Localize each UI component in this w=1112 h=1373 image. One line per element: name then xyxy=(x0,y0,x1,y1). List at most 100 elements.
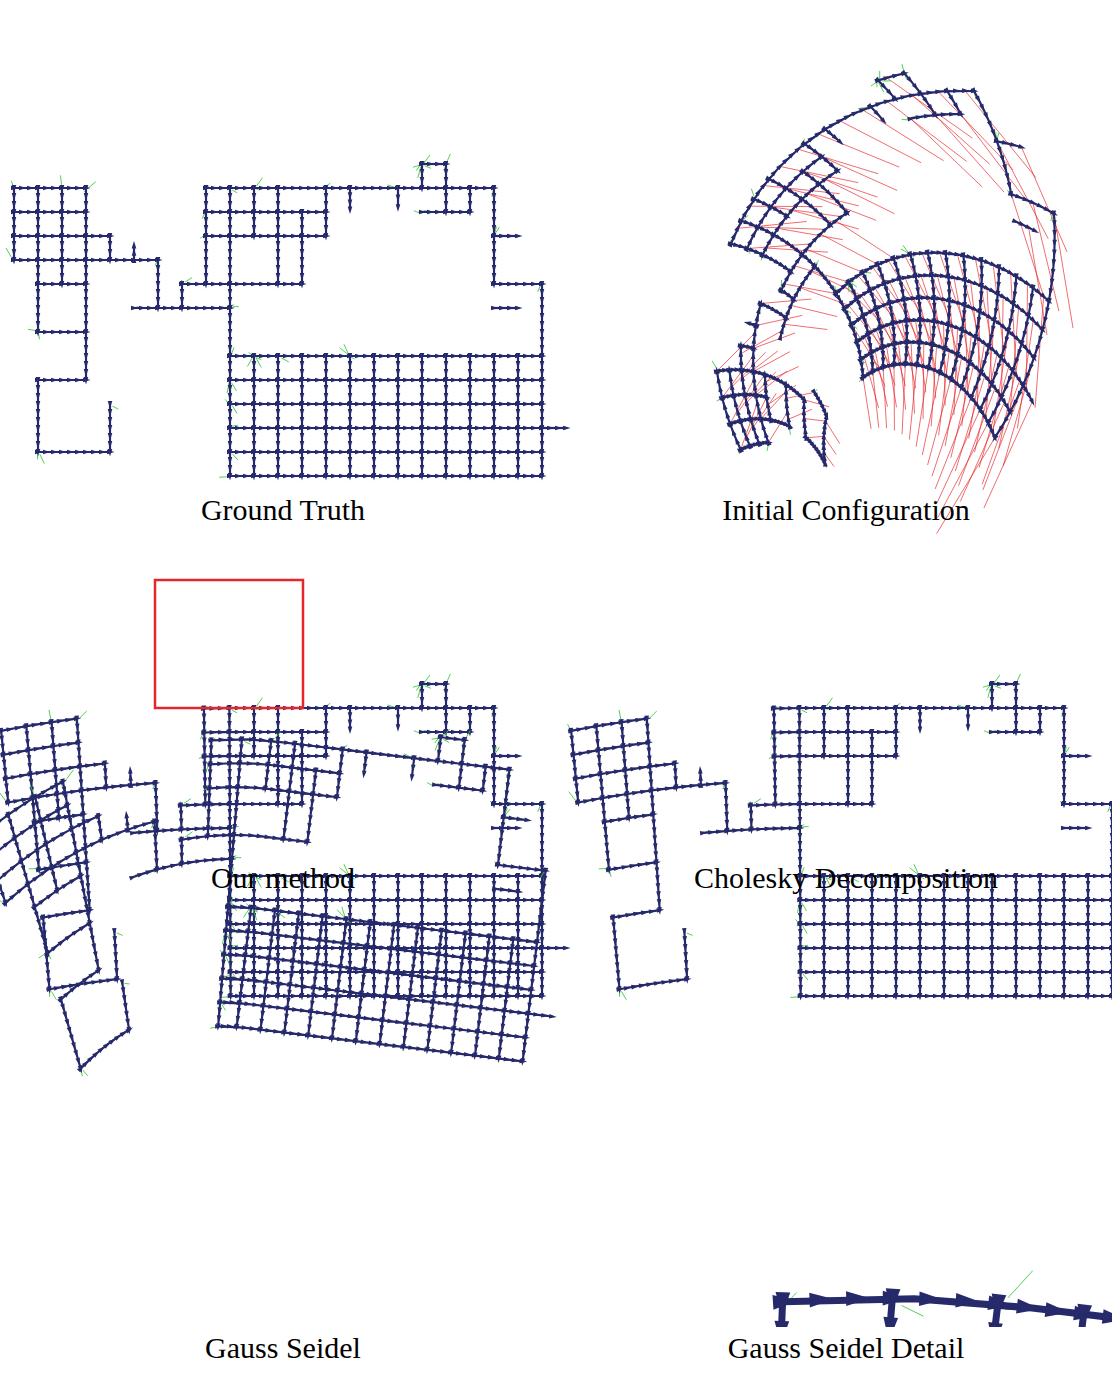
pose-marker xyxy=(252,441,257,449)
pose-marker xyxy=(444,177,449,185)
pose-marker xyxy=(276,273,281,281)
trajectory xyxy=(780,266,814,337)
pose-marker xyxy=(420,409,425,417)
pose-marker xyxy=(483,474,491,479)
pose-marker xyxy=(883,286,887,294)
pose-marker xyxy=(403,474,411,479)
pose-marker xyxy=(435,186,443,191)
pose-marker xyxy=(499,426,507,431)
pose-marker xyxy=(507,378,515,383)
pose-marker xyxy=(372,393,377,401)
pose-marker xyxy=(276,441,281,449)
pose-marker xyxy=(372,385,377,393)
pose-marker xyxy=(435,354,443,359)
constraint-line xyxy=(232,454,238,460)
pose-marker xyxy=(243,378,251,383)
pose-marker xyxy=(492,273,497,281)
pose-marker xyxy=(459,402,467,407)
pose-marker xyxy=(243,234,251,239)
pose-marker xyxy=(36,289,41,297)
pose-marker xyxy=(259,234,267,239)
pose-marker xyxy=(228,257,233,265)
pose-marker xyxy=(147,258,155,263)
pose-marker xyxy=(396,369,401,377)
pose-marker xyxy=(12,249,17,257)
pose-marker xyxy=(989,261,997,266)
pose-marker xyxy=(300,385,305,393)
pose-marker xyxy=(19,258,27,263)
pose-marker xyxy=(36,321,41,329)
pose-marker xyxy=(243,426,251,431)
pose-marker xyxy=(300,393,305,401)
pose-marker xyxy=(67,234,75,239)
pose-marker xyxy=(315,474,323,479)
pose-marker xyxy=(531,282,539,287)
pose-marker xyxy=(762,201,770,206)
pose-marker xyxy=(531,474,539,479)
pose-marker xyxy=(27,258,35,263)
pose-marker xyxy=(259,378,267,383)
pose-marker xyxy=(67,258,75,263)
pose-marker xyxy=(459,450,467,455)
pose-marker xyxy=(235,474,243,479)
pose-marker xyxy=(259,402,267,407)
pose-marker xyxy=(396,409,401,417)
pose-marker xyxy=(84,241,89,249)
pose-marker xyxy=(235,426,243,431)
pose-marker xyxy=(411,450,419,455)
pose-marker xyxy=(36,385,41,393)
error-constraint xyxy=(768,412,787,442)
pose-marker xyxy=(396,417,401,425)
pose-marker xyxy=(396,385,401,393)
pose-marker xyxy=(339,354,347,359)
pose-marker xyxy=(211,234,219,239)
pose-marker xyxy=(420,457,425,465)
pose-marker xyxy=(435,210,443,215)
pose-marker xyxy=(228,393,233,401)
pose-marker xyxy=(875,102,883,107)
pose-marker xyxy=(204,201,209,209)
constraint-line xyxy=(232,190,237,193)
pose-marker xyxy=(540,393,545,401)
pose-marker xyxy=(468,433,473,441)
pose-marker xyxy=(36,201,41,209)
pose-marker xyxy=(540,289,545,297)
pose-marker xyxy=(228,297,233,305)
pose-marker xyxy=(475,378,483,383)
pose-marker xyxy=(259,426,267,431)
pose-marker xyxy=(228,201,233,209)
pose-marker xyxy=(51,234,59,239)
pose-marker xyxy=(204,265,209,273)
pose-marker xyxy=(900,95,908,99)
pose-marker xyxy=(204,217,209,225)
pose-marker xyxy=(84,201,89,209)
pose-marker xyxy=(228,273,233,281)
pose-marker xyxy=(324,457,329,465)
pose-marker xyxy=(187,306,195,311)
pose-marker xyxy=(363,402,371,407)
pose-marker xyxy=(492,457,497,465)
pose-marker xyxy=(420,417,425,425)
pose-marker xyxy=(84,289,89,297)
pose-marker xyxy=(252,201,257,209)
pose-marker xyxy=(918,309,923,317)
pose-marker xyxy=(411,402,419,407)
pose-marker xyxy=(507,234,515,239)
pose-marker xyxy=(235,282,243,287)
pose-marker xyxy=(372,369,377,377)
pose-marker xyxy=(363,426,371,431)
pose-marker xyxy=(291,282,299,287)
pose-marker xyxy=(331,378,339,383)
pose-marker xyxy=(276,241,281,249)
pose-marker xyxy=(219,210,227,215)
pose-marker xyxy=(348,409,353,417)
pose-marker xyxy=(516,409,521,417)
pose-marker xyxy=(300,241,305,249)
constraint-line xyxy=(997,133,999,139)
pose-marker xyxy=(180,289,185,297)
pose-marker xyxy=(339,450,347,455)
pose-marker xyxy=(784,274,790,282)
pose-marker xyxy=(283,354,291,359)
pose-marker xyxy=(36,297,41,305)
pose-marker xyxy=(204,193,209,201)
